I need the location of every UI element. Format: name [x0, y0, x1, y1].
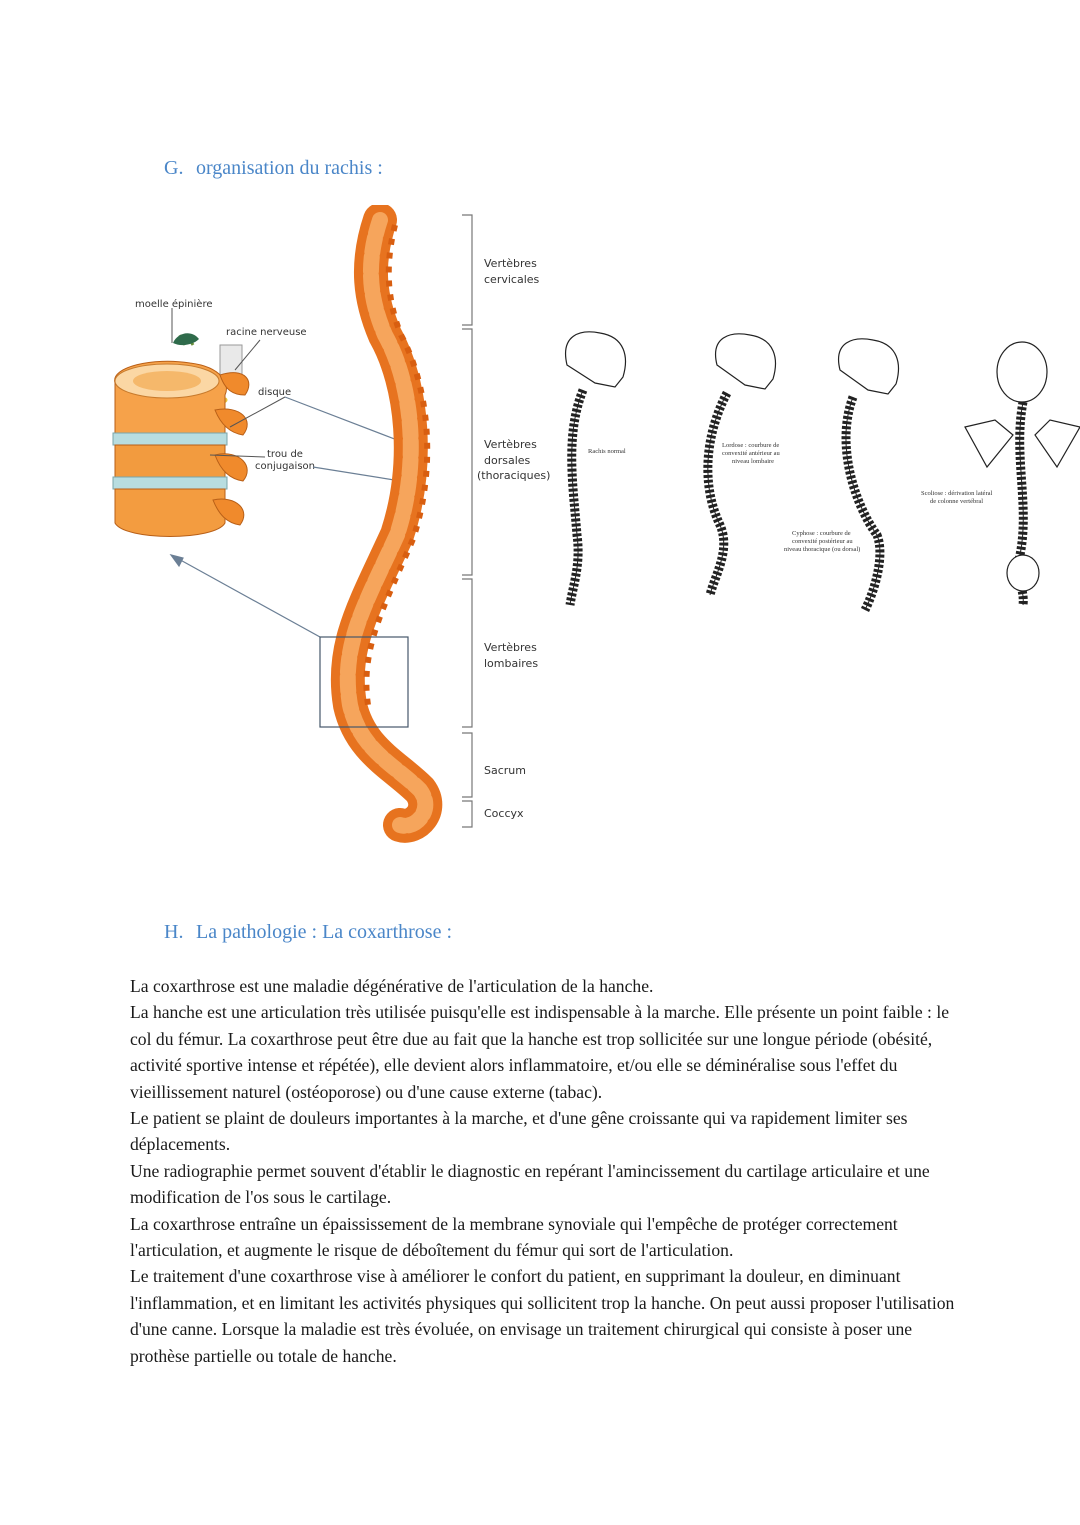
- label-racine: racine nerveuse: [226, 327, 307, 338]
- region-brackets: [462, 214, 473, 828]
- label-disque: disque: [258, 387, 291, 398]
- posture-cyphose: [838, 338, 899, 613]
- main-spine: [319, 205, 443, 843]
- vertebral-body: [112, 360, 228, 537]
- paragraph: La coxarthrose est une maladie dégénérat…: [130, 976, 654, 996]
- label-lordose-2: convexité antérieur au: [722, 450, 780, 457]
- vertebral-processes: [212, 372, 250, 526]
- vertebra-pointer-lines: [171, 308, 286, 458]
- label-lombaires-1: Vertèbres: [484, 641, 537, 654]
- label-dorsales-2: dorsales: [484, 454, 531, 467]
- vertebra-closeup: moelle épinière racine nerveuse disque t…: [112, 298, 315, 537]
- label-moelle: moelle épinière: [135, 298, 213, 310]
- label-normal: Rachis normal: [588, 448, 626, 455]
- posture-scoliose: [964, 341, 1080, 606]
- label-scoliose-1: Scoliose : dérivation latéral: [921, 490, 992, 497]
- label-trou-1: trou de: [267, 449, 303, 460]
- label-cyphose-2: convexité postérieur au: [792, 538, 853, 545]
- paragraph: Le patient se plaint de douleurs importa…: [130, 1108, 908, 1155]
- label-dorsales-3: (thoraciques): [477, 469, 550, 482]
- section-letter: G.: [164, 157, 184, 179]
- paragraph: La hanche est une articulation très util…: [130, 1002, 950, 1102]
- label-lordose-3: niveau lombaire: [732, 458, 774, 465]
- paragraph: Le traitement d'une coxarthrose vise à a…: [130, 1266, 955, 1366]
- label-trou-2: conjugaison: [255, 461, 315, 472]
- posture-normal: [565, 331, 626, 606]
- spine-figure: moelle épinière racine nerveuse disque t…: [95, 205, 1080, 845]
- section-title: organisation du rachis :: [196, 157, 383, 179]
- label-cervicales-1: Vertèbres: [484, 257, 537, 270]
- label-cervicales-2: cervicales: [484, 273, 540, 286]
- label-scoliose-2: de colonne vertébral: [930, 498, 983, 505]
- label-lombaires-2: lombaires: [484, 657, 538, 670]
- coxarthrose-text: La coxarthrose est une maladie dégénérat…: [130, 973, 960, 1369]
- section-letter: H.: [164, 921, 184, 943]
- label-cyphose-1: Cyphose : courbure de: [792, 530, 851, 537]
- posture-lordose: [703, 333, 776, 597]
- section-heading-h: H. La pathologie : La coxarthrose :: [164, 921, 452, 944]
- label-lordose-1: Lordose : courbure de: [722, 442, 779, 449]
- section-heading-g: G. organisation du rachis :: [164, 157, 383, 180]
- label-sacrum: Sacrum: [484, 764, 526, 777]
- label-coccyx: Coccyx: [484, 807, 524, 820]
- lumbar-zoom-box: [319, 636, 409, 728]
- paragraph: Une radiographie permet souvent d'établi…: [130, 1160, 930, 1208]
- section-title: La pathologie : La coxarthrose :: [196, 921, 453, 943]
- label-dorsales-1: Vertèbres: [484, 438, 537, 451]
- spine-illustration: moelle épinière racine nerveuse disque t…: [112, 205, 1080, 843]
- label-cyphose-3: niveau thoracique (ou dorsal): [784, 546, 860, 553]
- paragraph: La coxarthrose entraîne un épaississemen…: [130, 1213, 898, 1261]
